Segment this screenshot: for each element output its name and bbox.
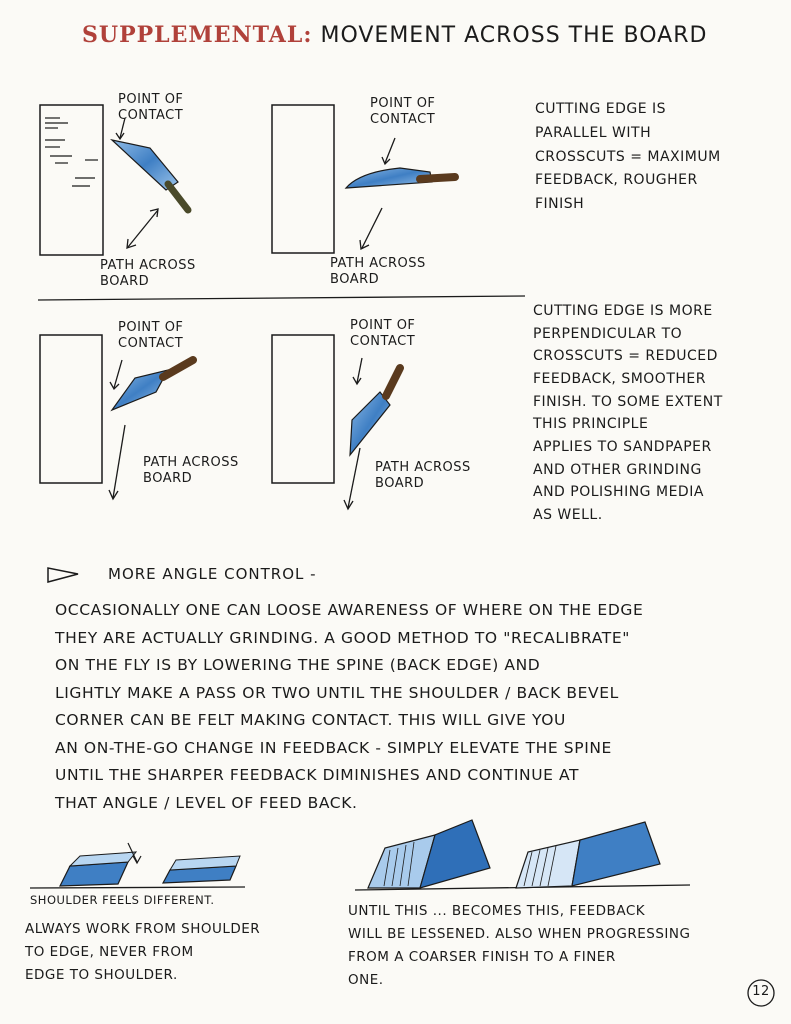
- bevel-sketch-left: [59, 851, 138, 887]
- caption-shoulder: SHOULDER FEELS DIFFERENT.: [30, 893, 215, 907]
- board-top-left: [39, 104, 104, 256]
- board-top-right: [271, 104, 335, 254]
- board-bottom-left: [39, 334, 103, 484]
- label-path-bottom-right: PATH ACROSS BOARD: [375, 460, 471, 492]
- label-path-top-right: PATH ACROSS BOARD: [330, 256, 426, 288]
- knife-top-left: [109, 138, 192, 214]
- section-heading: MORE ANGLE CONTROL -: [108, 565, 317, 583]
- page-number: 12: [752, 984, 770, 999]
- page-number-circle: [747, 979, 775, 1007]
- label-contact-top-right: POINT OF CONTACT: [370, 96, 436, 128]
- divider: [37, 295, 526, 301]
- label-path-bottom-left: PATH ACROSS BOARD: [143, 455, 239, 487]
- caption-until: UNTIL THIS ... BECOMES THIS, FEEDBACK WI…: [348, 903, 691, 988]
- triangle-bullet-icon: [47, 567, 79, 583]
- board-bottom-right: [271, 334, 335, 484]
- board-marks: [45, 117, 98, 187]
- body-paragraph: OCCASIONALLY ONE CAN LOOSE AWARENESS OF …: [55, 601, 644, 813]
- knife-bottom-right: [349, 364, 404, 457]
- label-contact-bottom-right: POINT OF CONTACT: [350, 318, 416, 350]
- caption-always: ALWAYS WORK FROM SHOULDER TO EDGE, NEVER…: [25, 921, 261, 983]
- page-title: SUPPLEMENTAL: MOVEMENT ACROSS THE BOARD: [82, 22, 707, 50]
- note-perpendicular: CUTTING EDGE IS MORE PERPENDICULAR TO CR…: [533, 303, 723, 524]
- title-rest: MOVEMENT ACROSS THE BOARD: [320, 23, 708, 48]
- note-parallel: CUTTING EDGE IS PARALLEL WITH CROSSCUTS …: [535, 101, 721, 213]
- title-prefix: SUPPLEMENTAL:: [82, 22, 313, 48]
- label-path-top-left: PATH ACROSS BOARD: [100, 258, 196, 290]
- bevel-block-becomes: [515, 821, 661, 889]
- label-contact-top-left: POINT OF CONTACT: [118, 92, 184, 124]
- label-contact-bottom-left: POINT OF CONTACT: [118, 320, 184, 352]
- bevel-sketch-right: [161, 855, 241, 884]
- bevel-block-this: [367, 819, 491, 889]
- knife-bottom-left: [110, 356, 197, 412]
- knife-top-right: [344, 167, 459, 189]
